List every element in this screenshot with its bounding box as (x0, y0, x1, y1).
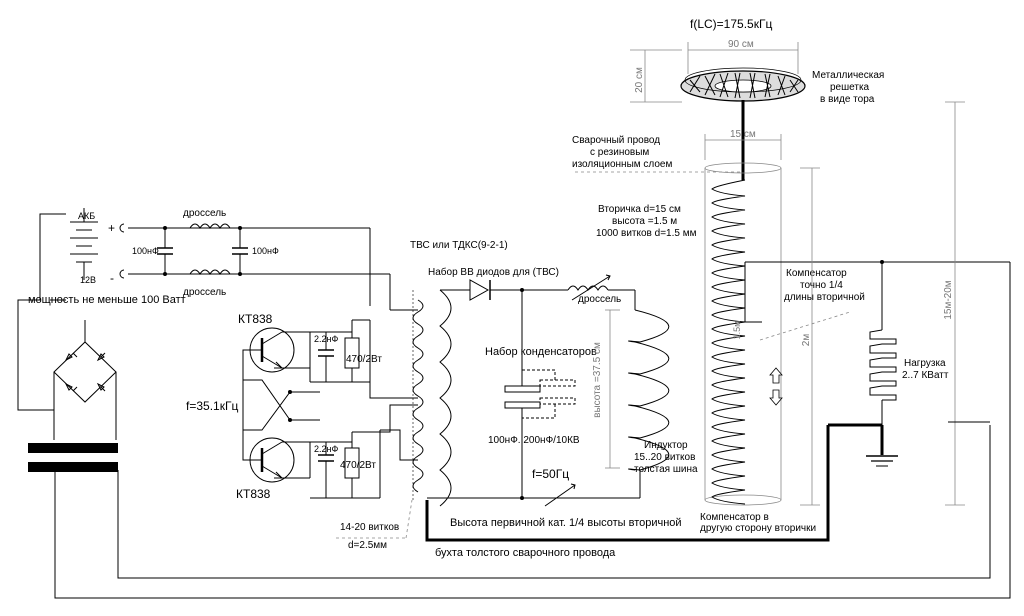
battery-voltage: 12В (80, 275, 96, 285)
load-resistor (869, 262, 897, 425)
turns-label-1: 14-20 витков (340, 522, 399, 533)
primary-note: Высота первичной кат. 1/4 высоты вторичн… (450, 517, 682, 529)
choke-top-label: дроссель (183, 208, 226, 219)
load-label-2: 2..7 КВатт (902, 370, 949, 381)
capacitor-set (504, 369, 576, 419)
secondary-coil (704, 162, 782, 506)
ground-icon (866, 425, 898, 467)
freq-50-label: f=50Гц (532, 467, 569, 481)
bridge-rectifier (53, 320, 117, 440)
compensator-3: длины вторичной (784, 292, 865, 303)
freq-lc-label: f(LC)=175.5кГц (690, 17, 772, 31)
battery-label: АКБ (78, 211, 95, 221)
tvs-label: ТВС или ТДКС(9-2-1) (410, 240, 508, 251)
torus (680, 67, 806, 102)
capacitor-100nf-1 (157, 228, 173, 274)
coil-width-label: 15 см (730, 129, 756, 140)
secondary-label-2: высота =1.5 м (612, 216, 677, 227)
weld-wire-3: изоляционным слоем (572, 159, 672, 170)
compensator-1: Компенсатор (786, 268, 847, 279)
cap-100nf-label-1: 100нФ (132, 246, 159, 256)
torus-height-label: 20 см (634, 67, 645, 93)
primary-inductor (628, 309, 670, 498)
cap-values-label: 100нФ..200нФ/10КВ (488, 435, 580, 446)
power-label: мощность не меньше 100 Ватт (28, 294, 186, 306)
res-label-1: 470/2Вт (346, 354, 382, 365)
inductor-label-1: Индуктор (644, 440, 688, 451)
rc-network-top (309, 319, 370, 383)
cap-set-label: Набор конденсаторов (485, 346, 597, 358)
torus-desc-3: в виде тора (820, 94, 875, 105)
torus-width-label: 90 см (728, 39, 754, 50)
transistor-bottom-label: КТ838 (236, 487, 271, 501)
height-2m-label: 2м (801, 334, 812, 347)
compensator-2: точно 1/4 (800, 280, 843, 291)
inductor-label-3: толстая шина (634, 464, 698, 475)
coil-height-label: 1.5м (732, 321, 742, 340)
turns-label-2: d=2.5мм (348, 540, 387, 551)
freq-osc-label: f=35.1кГц (186, 399, 238, 413)
rc-network-bottom (309, 432, 380, 499)
weld-wire-1: Сварочный провод (572, 135, 660, 146)
secondary-label-3: 1000 витков d=1.5 мм (596, 228, 697, 239)
hv-diode (469, 279, 491, 301)
cap-100nf-label-2: 100нФ (252, 246, 279, 256)
torus-desc-1: Металлическая (812, 70, 884, 81)
torus-desc-2: решетка (830, 82, 870, 93)
res-label-2: 470/2Вт (340, 460, 376, 471)
direction-arrows (769, 367, 783, 406)
cap-22nf-label-1: 2.2нФ (314, 334, 338, 344)
compensator-other-1: Компенсатор в (700, 512, 769, 523)
compensator-other-2: другую сторону вторички (700, 523, 816, 534)
choke-hv-label: дроссель (578, 294, 621, 305)
height-15m-label: 15м-20м (943, 280, 954, 319)
primary-height-label: высота =37.5 см (592, 342, 603, 418)
transformer-core-top (28, 443, 118, 453)
plus-sign: + (108, 221, 115, 235)
weld-wire-2: с резиновым (590, 147, 649, 158)
weld-coil-label: бухта толстого сварочного провода (435, 547, 616, 559)
tvs-transformer (412, 289, 452, 507)
inductor-label-2: 15..20 витков (634, 452, 695, 463)
capacitor-100nf-2 (232, 228, 248, 274)
transistor-top-label: КТ838 (238, 312, 273, 326)
minus-sign: - (110, 271, 114, 285)
secondary-label-1: Вторичка d=15 см (598, 204, 681, 215)
choke-bottom-label: дроссель (183, 287, 226, 298)
diode-set-label: Набор ВВ диодов для (ТВС) (428, 266, 559, 278)
transformer-core-bottom (28, 462, 118, 472)
load-label-1: Нагрузка (904, 358, 946, 369)
cap-22nf-label-2: 2.2нФ (314, 444, 338, 454)
battery-icon (70, 208, 98, 280)
